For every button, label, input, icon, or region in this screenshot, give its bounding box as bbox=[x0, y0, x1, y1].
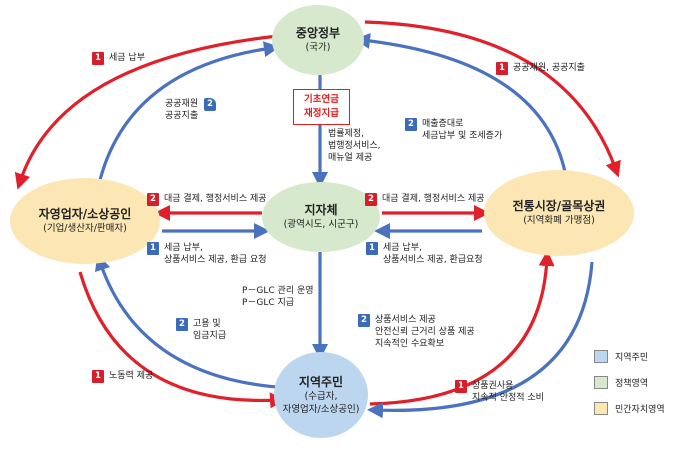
label-goods-supply: 2 상품서비스 제공 안전신뢰 근거리 상품 제공 지속적인 수요확보 bbox=[358, 314, 475, 350]
badge-tax-left: 1 bbox=[147, 242, 159, 255]
badge-payment-right: 2 bbox=[365, 193, 377, 206]
arrow-resident-to-right-red bbox=[369, 250, 555, 406]
label-glc-line1: P－GLC 관리 운영 bbox=[242, 286, 314, 296]
label-public-source-line2: 공공지출 bbox=[165, 111, 199, 121]
badge-public-spending: 1 bbox=[496, 62, 508, 75]
badge-sales-tax: 2 bbox=[405, 118, 417, 131]
node-local-title: 지자체 bbox=[304, 203, 338, 217]
label-goods-line2: 안전신뢰 근거리 상품 제공 bbox=[375, 327, 475, 337]
label-payment-right-text: 대금 결제, 행정서비스 제공 bbox=[382, 194, 485, 204]
label-public-spending: 1 공공재원, 공공지출 bbox=[496, 62, 585, 75]
label-tax-right: 1 세금 납부, 상품서비스 제공, 환급요청 bbox=[366, 242, 483, 266]
badge-tax-right: 1 bbox=[366, 242, 378, 255]
basic-pension-line2: 재정지급 bbox=[304, 108, 339, 119]
label-voucher: 1 상품권사용 지속적 안정적 소비 bbox=[455, 380, 544, 404]
arrow-resident-to-left-blue bbox=[94, 254, 291, 390]
badge-public-source: 2 bbox=[204, 98, 217, 111]
label-glc-line2: P－GLC 지급 bbox=[242, 298, 295, 308]
node-self-employed: 자영업자/소상공인 (기업/생산자/판매자) bbox=[10, 178, 160, 264]
label-tax-payment-text: 세금 납부 bbox=[109, 53, 145, 63]
arrow-central-to-left-red bbox=[14, 34, 279, 190]
node-right-title: 전통시장/골목상권 bbox=[512, 199, 606, 213]
label-tax-left-line2: 상품서비스 제공, 환급 요청 bbox=[164, 255, 267, 265]
label-sales-tax: 2 매출증대로 세금납부 및 조세증가 bbox=[405, 118, 502, 142]
node-local-sub: (광역시도, 시군구) bbox=[283, 219, 359, 230]
node-resident-title: 지역주민 bbox=[298, 374, 344, 389]
legend-swatch-private bbox=[594, 402, 608, 415]
node-resident-sub1: (수급자, bbox=[304, 390, 338, 402]
legend-label-private: 민간자치영역 bbox=[615, 405, 665, 415]
label-employment: 2 고용 및 임금지급 bbox=[176, 318, 226, 342]
label-law-line2: 법행정서비스, bbox=[328, 141, 381, 151]
node-resident-sub2: 자영업자/소상공인) bbox=[282, 403, 360, 415]
label-payment-left: 2 대금 결제, 행정서비스 제공 bbox=[147, 193, 267, 206]
basic-pension-line1: 기초연금 bbox=[304, 94, 339, 105]
label-goods-line1: 상품서비스 제공 bbox=[375, 315, 436, 325]
legend-swatch-policy bbox=[594, 376, 608, 389]
label-public-source: 공공재원 공공지출 2 bbox=[165, 98, 221, 122]
label-goods-line3: 지속적인 수요확보 bbox=[375, 339, 445, 349]
label-law-line1: 법률제정, bbox=[328, 129, 364, 139]
arrow-right-to-resident-blue bbox=[367, 261, 594, 419]
node-local-government: 지자체 (광역시도, 시군구) bbox=[262, 182, 380, 252]
arrow-left-to-central-blue bbox=[98, 41, 280, 181]
node-left-title: 자영업자/소상공인 bbox=[38, 207, 132, 221]
legend-label-residents: 지역주민 bbox=[615, 353, 649, 363]
label-glc: P－GLC 관리 운영 P－GLC 지급 bbox=[242, 285, 314, 309]
node-traditional-market: 전통시장/골목상권 (지역화폐 가맹점) bbox=[484, 170, 634, 256]
label-tax-right-line1: 세금 납부, bbox=[383, 243, 422, 253]
badge-employment: 2 bbox=[176, 318, 188, 331]
legend-policy: 정책영역 bbox=[594, 376, 648, 389]
label-tax-payment: 1 세금 납부 bbox=[92, 52, 145, 65]
badge-tax-payment: 1 bbox=[92, 52, 104, 65]
node-right-sub: (지역화폐 가맹점) bbox=[523, 215, 595, 226]
node-central-sub: (국가) bbox=[305, 42, 331, 53]
node-central-government: 중앙정부 (국가) bbox=[272, 5, 364, 75]
arrow-right-to-central-blue bbox=[354, 32, 567, 173]
label-sales-tax-line2: 세금납부 및 조세증가 bbox=[422, 131, 503, 141]
node-left-sub: (기업/생산자/판매자) bbox=[43, 223, 127, 234]
badge-payment-left: 2 bbox=[147, 193, 159, 206]
label-voucher-line2: 지속적 안정적 소비 bbox=[472, 393, 544, 403]
label-payment-right: 2 대금 결제, 행정서비스 제공 bbox=[365, 193, 485, 206]
label-voucher-line1: 상품권사용 bbox=[472, 381, 514, 391]
label-employment-line1: 고용 및 bbox=[193, 319, 221, 329]
label-tax-right-line2: 상품서비스 제공, 환급요청 bbox=[383, 255, 483, 265]
badge-labor: 1 bbox=[92, 370, 104, 383]
label-labor-text: 노동력 제공 bbox=[109, 371, 154, 381]
label-law-services: 법률제정, 법행정서비스, 매뉴얼 제공 bbox=[328, 128, 381, 164]
legend-label-policy: 정책영역 bbox=[615, 379, 649, 389]
label-public-source-line1: 공공재원 bbox=[165, 99, 199, 109]
label-payment-left-text: 대금 결제, 행정서비스 제공 bbox=[164, 194, 267, 204]
label-sales-tax-line1: 매출증대로 bbox=[422, 119, 464, 129]
label-law-line3: 매뉴얼 제공 bbox=[328, 153, 373, 163]
legend-private: 민간자치영역 bbox=[594, 402, 665, 415]
badge-goods-supply: 2 bbox=[358, 314, 370, 327]
basic-pension-box: 기초연금 재정지급 bbox=[293, 89, 350, 125]
arrow-central-to-right-red bbox=[364, 20, 621, 178]
legend-swatch-residents bbox=[594, 350, 608, 363]
arrow-left-to-resident-red bbox=[78, 271, 286, 409]
label-labor: 1 노동력 제공 bbox=[92, 370, 153, 383]
node-central-title: 중앙정부 bbox=[295, 26, 341, 40]
label-tax-left-line1: 세금 납부, bbox=[164, 243, 203, 253]
badge-voucher: 1 bbox=[455, 380, 467, 393]
label-tax-left: 1 세금 납부, 상품서비스 제공, 환급 요청 bbox=[147, 242, 267, 266]
node-local-residents: 지역주민 (수급자, 자영업자/소상공인) bbox=[274, 352, 368, 438]
label-public-spending-text: 공공재원, 공공지출 bbox=[513, 63, 585, 73]
legend-residents: 지역주민 bbox=[594, 350, 648, 363]
label-employment-line2: 임금지급 bbox=[193, 331, 227, 341]
